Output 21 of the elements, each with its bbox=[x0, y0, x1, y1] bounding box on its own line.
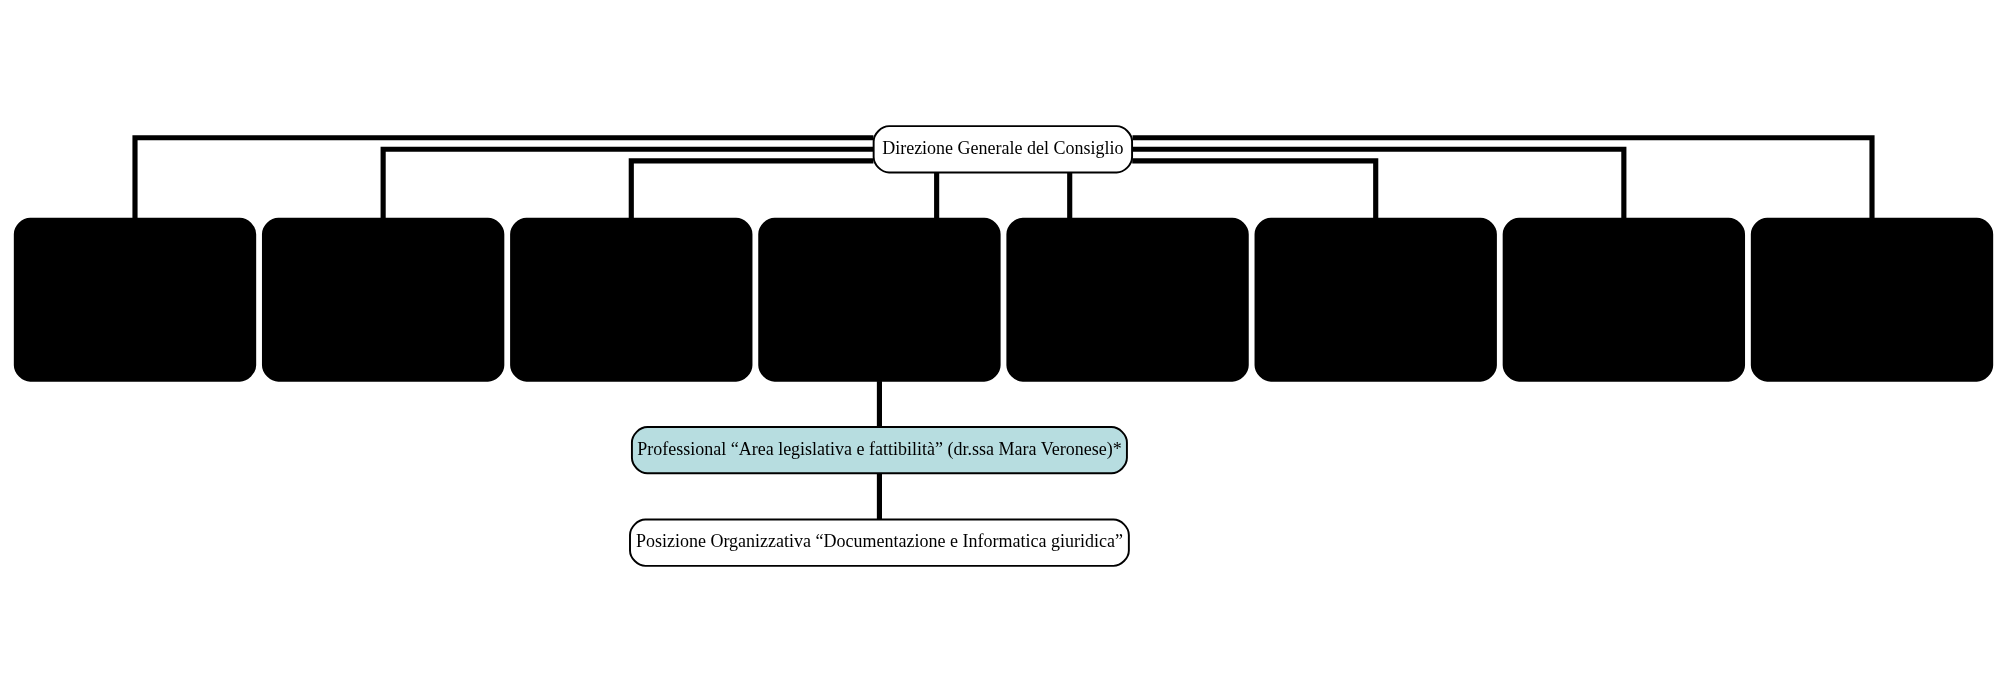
node-box: Professional “Area legislativa e fattibilità” (dr.ssa Mara Veronese)* bbox=[630, 426, 1128, 475]
node-box bbox=[1006, 217, 1249, 382]
node-box bbox=[1254, 217, 1497, 382]
node-box bbox=[13, 217, 257, 382]
connector bbox=[1067, 172, 1073, 219]
connector bbox=[934, 172, 940, 219]
node-box bbox=[758, 217, 1001, 382]
node-box: Direzione Generale del Consiglio bbox=[872, 125, 1134, 174]
connector bbox=[876, 381, 882, 427]
connector bbox=[628, 158, 874, 219]
node-box bbox=[1502, 217, 1746, 382]
connector bbox=[1132, 135, 1875, 219]
connector bbox=[876, 473, 882, 520]
connector bbox=[132, 135, 874, 219]
node-box bbox=[261, 217, 505, 382]
node-box bbox=[510, 217, 753, 382]
connector bbox=[1132, 146, 1627, 219]
connector bbox=[1132, 158, 1379, 219]
node-box bbox=[1750, 217, 1994, 382]
node-box: Posizione Organizzativa “Documentazione e Informatica giuridica” bbox=[629, 518, 1130, 567]
connector bbox=[380, 146, 874, 219]
